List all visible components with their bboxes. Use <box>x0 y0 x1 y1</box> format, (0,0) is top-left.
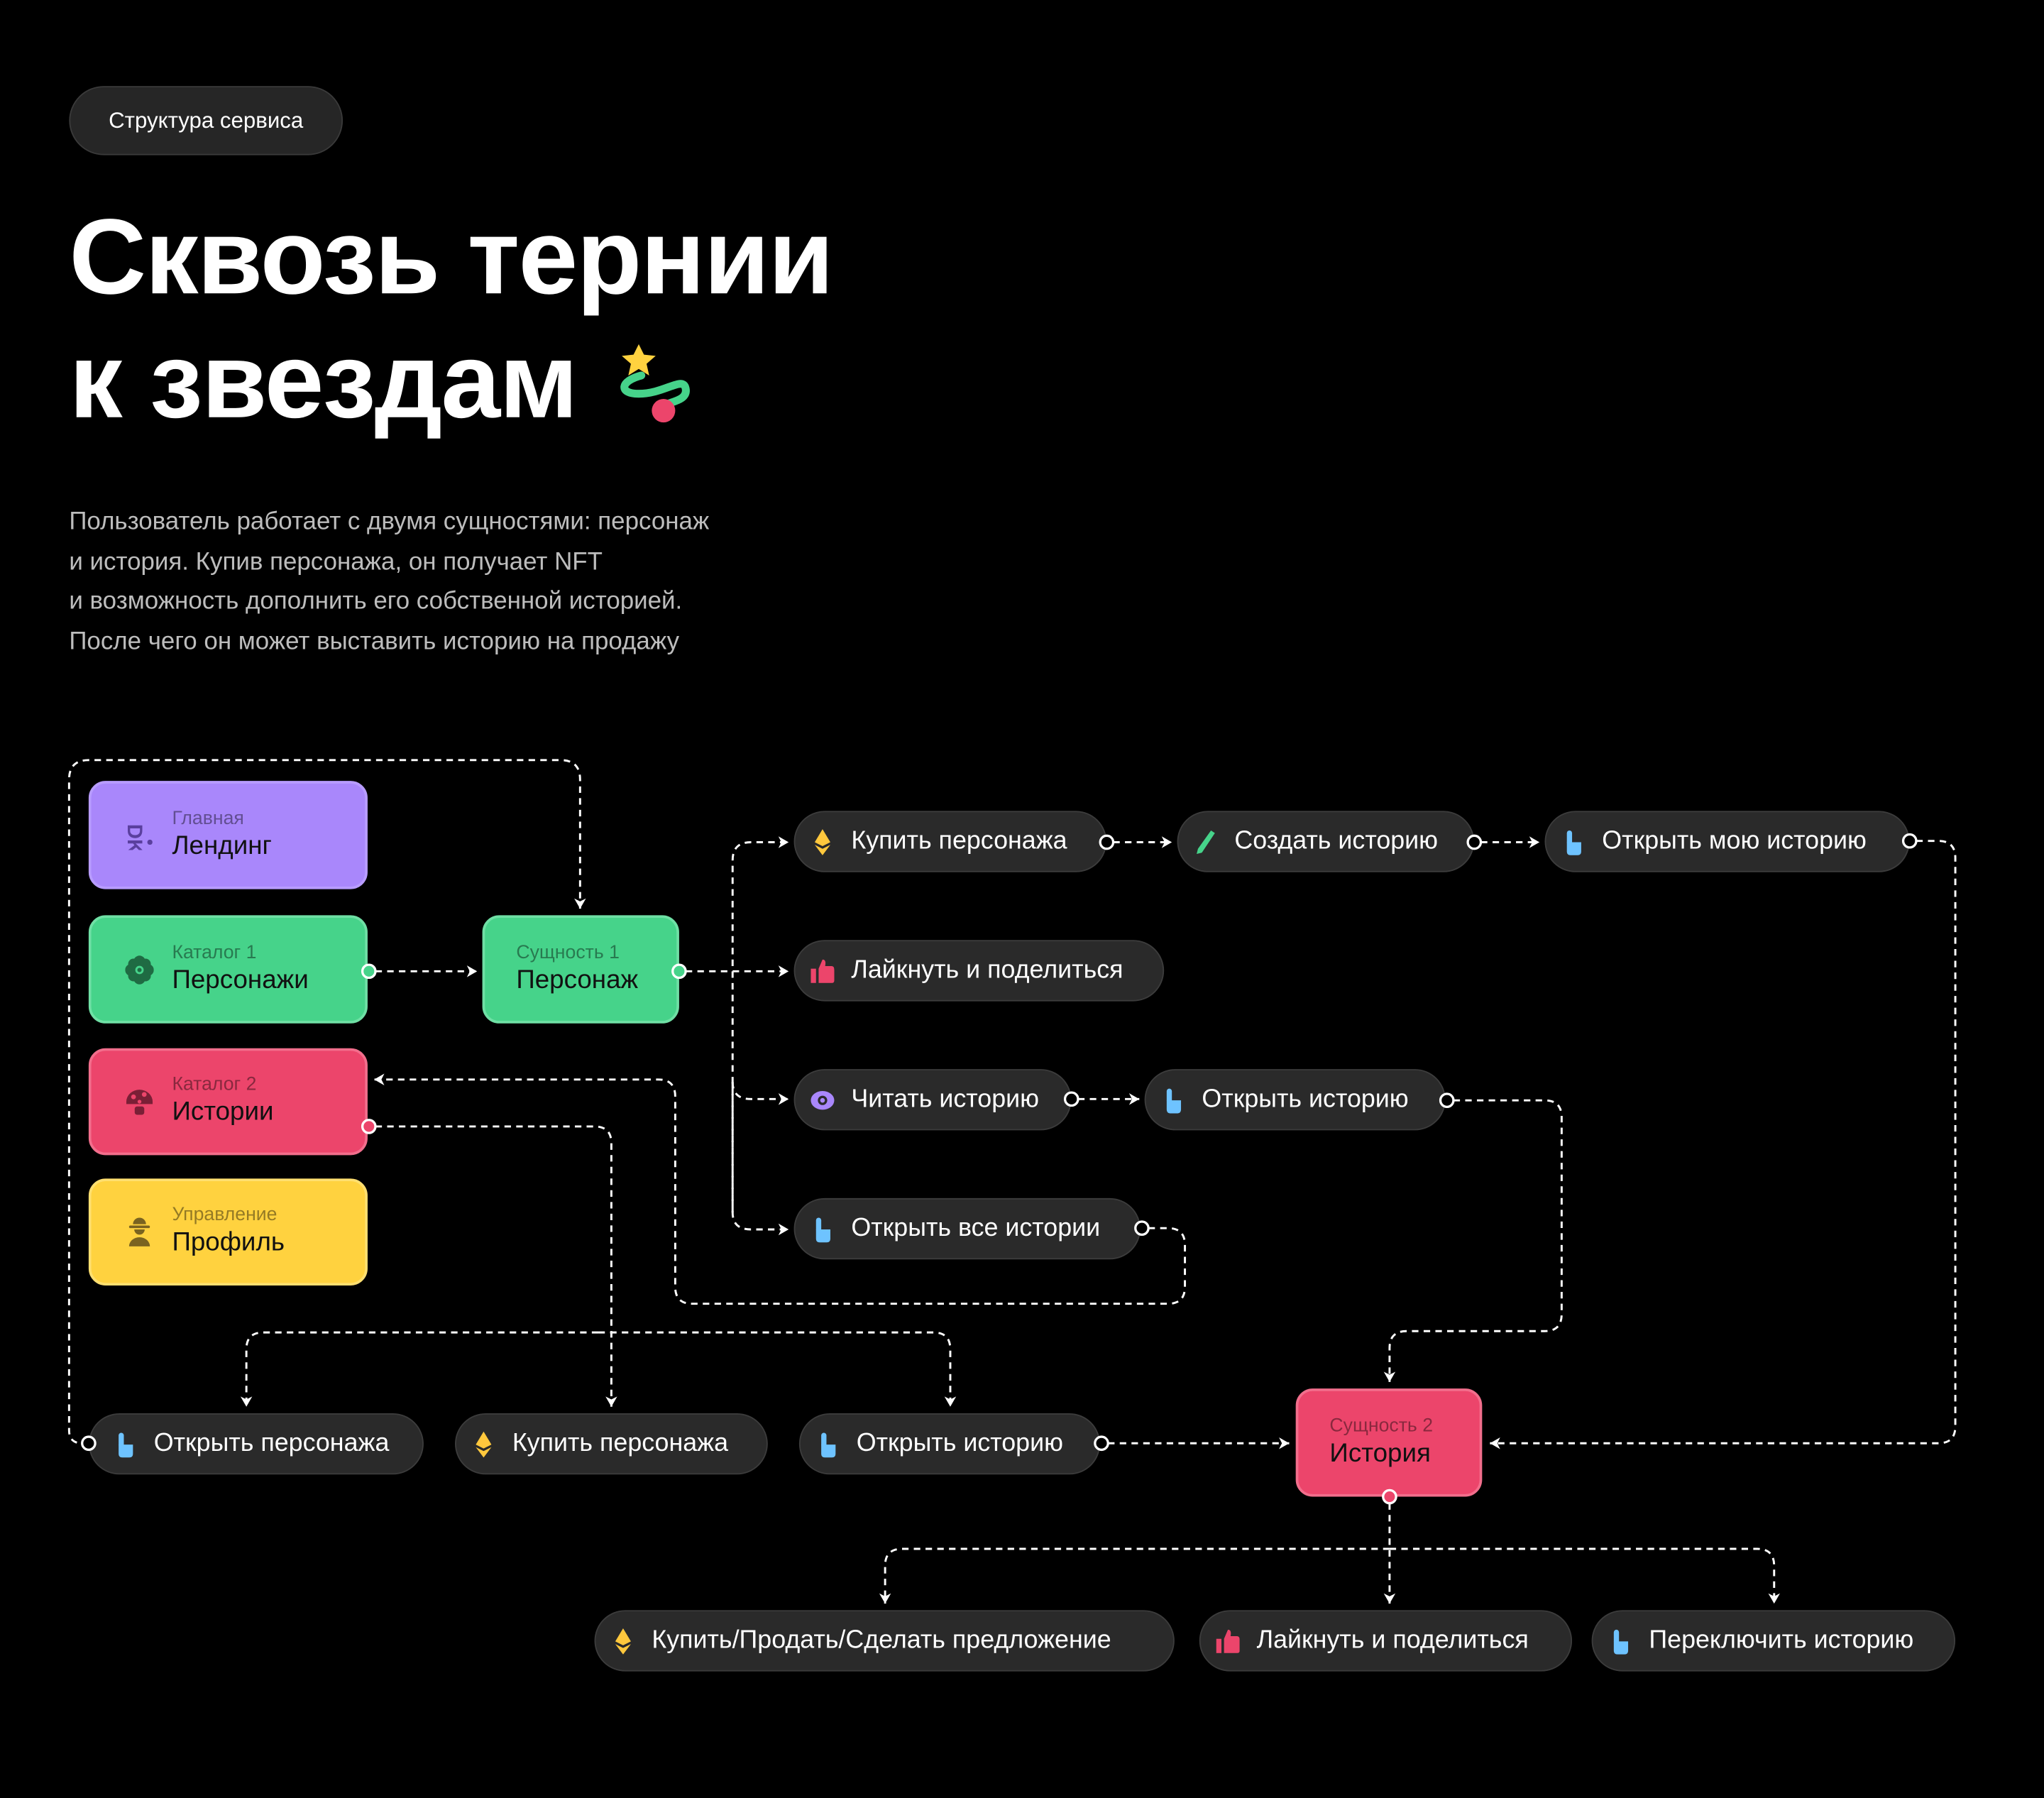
pointer-hand-icon <box>816 1431 840 1457</box>
section-tag: Структура сервиса <box>69 86 344 155</box>
ethereum-icon <box>472 1430 495 1457</box>
ethereum-icon <box>811 828 834 855</box>
action-read-story[interactable]: Читать историю <box>793 1069 1072 1131</box>
card-title: Истории <box>172 1097 274 1127</box>
stars-logo-icon <box>620 344 690 423</box>
card-title: Профиль <box>172 1228 285 1257</box>
card-subtitle: Сущность 2 <box>1329 1415 1434 1437</box>
pointer-hand-icon <box>114 1431 137 1457</box>
connector <box>1389 1547 1780 1604</box>
action-open-story-2[interactable]: Открыть историю <box>798 1413 1101 1475</box>
action-like-share[interactable]: Лайкнуть и поделиться <box>793 940 1165 1002</box>
action-like-share-2[interactable]: Лайкнуть и поделиться <box>1199 1610 1573 1672</box>
title-line-2: к звездам <box>69 322 578 441</box>
card-title: Персонаж <box>516 965 639 994</box>
thumbs-up-icon <box>1216 1628 1240 1654</box>
action-buy-character[interactable]: Купить персонажа <box>793 811 1107 872</box>
port <box>1466 834 1483 850</box>
action-label: Лайкнуть и поделиться <box>851 955 1123 985</box>
action-open-story[interactable]: Открыть историю <box>1144 1069 1446 1131</box>
pencil-icon <box>1194 828 1217 855</box>
description: Пользователь работает с двумя сущностями… <box>69 503 709 664</box>
card-subtitle: Сущность 1 <box>516 942 620 963</box>
action-label: Читать историю <box>851 1085 1040 1114</box>
action-open-all-stories[interactable]: Открыть все истории <box>793 1197 1141 1260</box>
port <box>671 963 687 980</box>
description-line: и история. Купив персонажа, он получает … <box>69 548 603 576</box>
port <box>1439 1092 1455 1109</box>
card-title: История <box>1329 1438 1431 1468</box>
connector <box>374 1073 1187 1305</box>
thumbs-up-icon <box>811 958 835 984</box>
connector <box>1383 1099 1563 1382</box>
action-label: Открыть историю <box>1202 1085 1409 1114</box>
description-line: и возможность дополнить его собственной … <box>69 588 683 616</box>
card-title: Лендинг <box>172 831 272 860</box>
connector <box>731 1082 789 1236</box>
eye-icon <box>811 1087 835 1113</box>
port <box>361 1119 377 1134</box>
action-label: Открыть все истории <box>851 1213 1101 1243</box>
page-title: Сквозь тернии к звездам <box>69 196 834 444</box>
svg-text:DK: DK <box>126 823 146 850</box>
flower-icon <box>125 955 154 984</box>
pointer-hand-icon <box>1608 1628 1632 1654</box>
description-line: Пользователь работает с двумя сущностями… <box>69 508 710 536</box>
title-line-1: Сквозь тернии <box>69 198 834 317</box>
card-title: Персонажи <box>172 965 309 994</box>
action-label: Создать историю <box>1234 826 1439 855</box>
action-label: Купить персонажа <box>512 1429 729 1458</box>
connector <box>1490 840 1957 1449</box>
port <box>1063 1091 1079 1107</box>
user-icon <box>125 1217 153 1246</box>
action-label: Купить/Продать/Сделать предложение <box>652 1626 1111 1655</box>
description-line: После чего он может выставить историю на… <box>69 628 680 657</box>
port <box>81 1435 97 1452</box>
port <box>1099 834 1115 850</box>
action-label: Купить персонажа <box>851 826 1067 855</box>
action-label: Открыть мою историю <box>1602 826 1867 855</box>
action-switch-story[interactable]: Переключить историю <box>1591 1610 1956 1672</box>
mushroom-icon <box>125 1087 153 1116</box>
card-subtitle: Каталог 2 <box>172 1074 257 1095</box>
action-create-story[interactable]: Создать историю <box>1177 811 1475 872</box>
connector <box>731 836 789 1213</box>
port <box>1901 833 1918 849</box>
ethereum-icon <box>611 1628 634 1654</box>
action-buy-sell-offer[interactable]: Купить/Продать/Сделать предложение <box>594 1610 1175 1672</box>
pointer-hand-icon <box>811 1216 834 1242</box>
pointer-hand-icon <box>1161 1087 1185 1113</box>
action-label: Переключить историю <box>1649 1626 1914 1655</box>
logo-icon: DK <box>125 821 153 850</box>
port <box>1382 1489 1397 1505</box>
port <box>1094 1435 1109 1452</box>
card-subtitle: Главная <box>172 807 244 829</box>
action-buy-character-2[interactable]: Купить персонажа <box>455 1413 768 1475</box>
connector <box>67 759 586 1445</box>
action-label: Лайкнуть и поделиться <box>1256 1626 1529 1655</box>
pointer-hand-icon <box>1561 828 1585 855</box>
action-label: Открыть персонажа <box>153 1429 390 1458</box>
action-open-my-story[interactable]: Открыть мою историю <box>1544 811 1910 872</box>
port <box>1134 1220 1150 1237</box>
port <box>361 963 377 980</box>
card-subtitle: Управление <box>172 1205 278 1226</box>
action-label: Открыть историю <box>856 1429 1063 1458</box>
card-subtitle: Каталог 1 <box>172 942 257 963</box>
